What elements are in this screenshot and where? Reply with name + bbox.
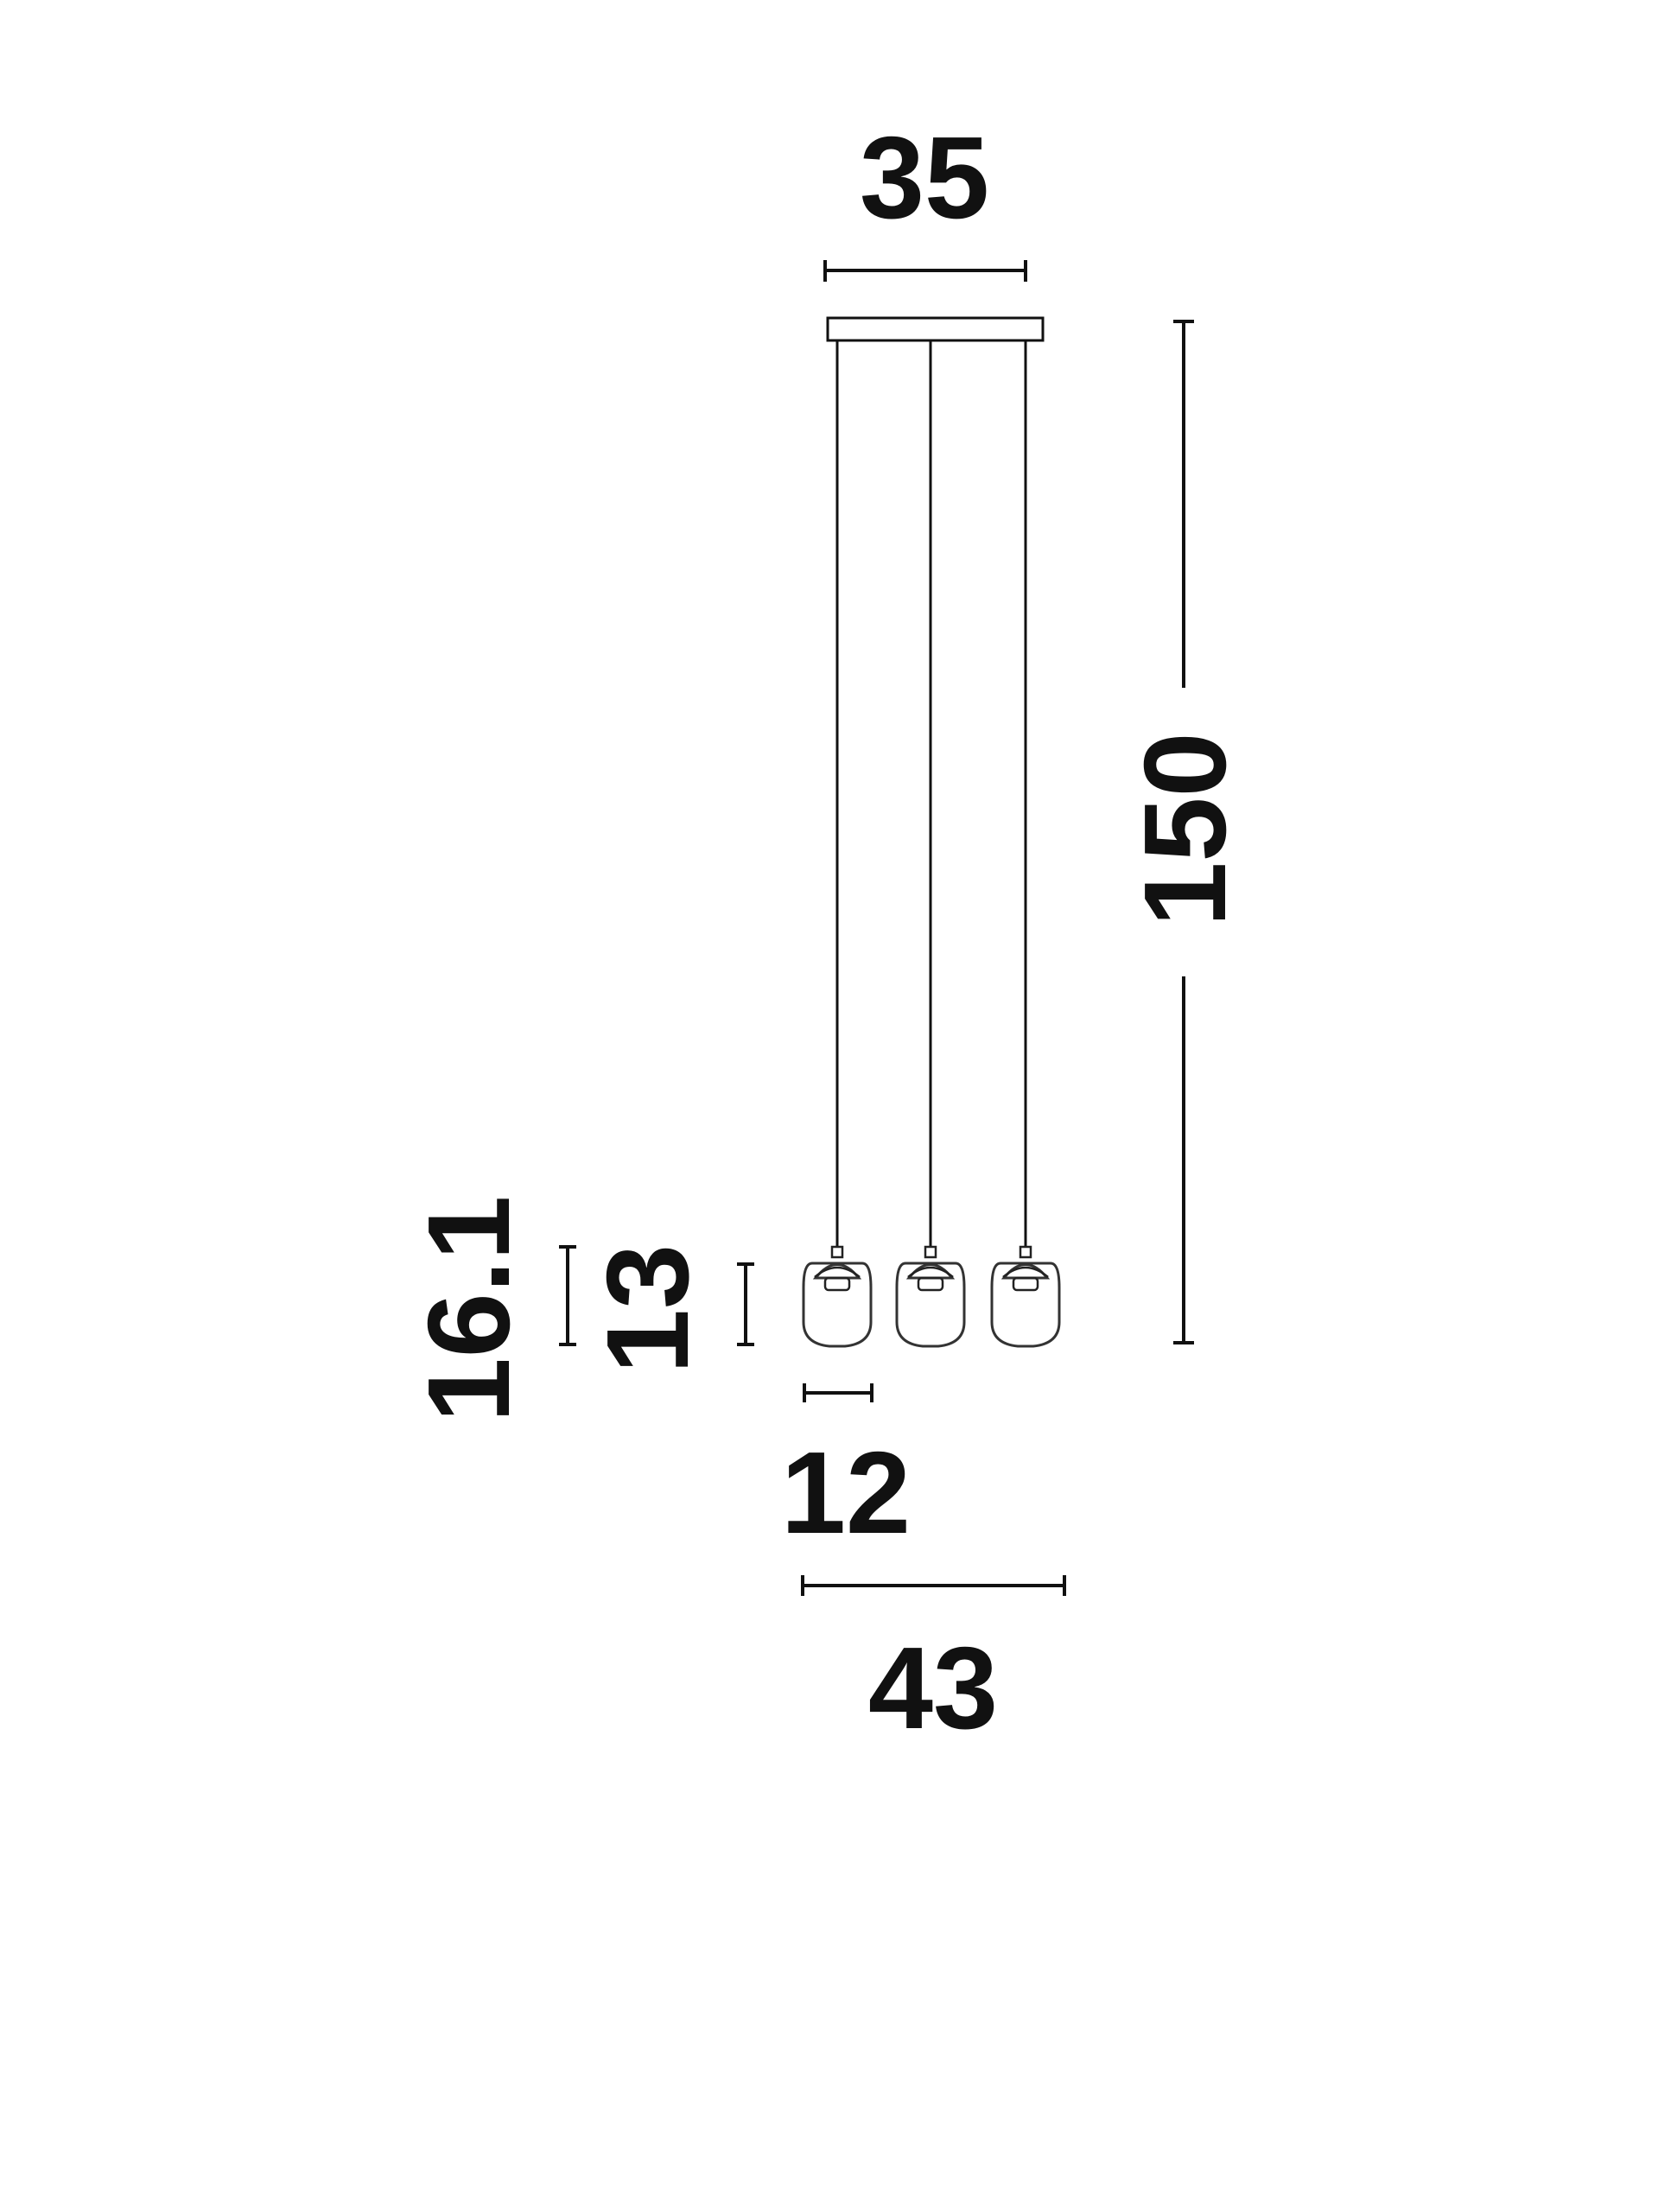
shade-width-dimension: 12 bbox=[781, 1383, 911, 1558]
overall-shade-height-label: 16.1 bbox=[403, 1196, 534, 1423]
shade-left-socket bbox=[823, 1276, 851, 1292]
shade-height-dimension: 13 bbox=[582, 1244, 754, 1374]
total-width-label: 43 bbox=[868, 1623, 998, 1753]
shade-middle-connector bbox=[924, 1245, 937, 1259]
ceiling-canopy bbox=[826, 316, 1045, 342]
glass-shade-middle bbox=[895, 1245, 966, 1348]
shade-left-glass bbox=[802, 1262, 873, 1348]
shade-right-inner-curve bbox=[1002, 1266, 1049, 1278]
glass-shade-left bbox=[802, 1245, 873, 1348]
overall-shade-height-dimension: 16.1 bbox=[403, 1196, 576, 1423]
canopy-width-label: 35 bbox=[860, 112, 989, 243]
shade-left-inner-curve bbox=[814, 1266, 861, 1278]
shade-width-label: 12 bbox=[781, 1427, 911, 1558]
shade-right-socket bbox=[1012, 1276, 1039, 1292]
total-height-dimension: 150 bbox=[1120, 320, 1250, 1344]
shade-height-label: 13 bbox=[582, 1244, 713, 1374]
shade-middle-glass bbox=[895, 1262, 966, 1348]
shade-middle-socket bbox=[917, 1276, 944, 1292]
total-width-dimension: 43 bbox=[801, 1575, 1066, 1753]
suspension-cables bbox=[835, 340, 1027, 1247]
canopy-width-dimension: 35 bbox=[823, 112, 1027, 282]
total-height-label: 150 bbox=[1120, 732, 1250, 926]
shade-middle-inner-curve bbox=[907, 1266, 954, 1278]
shade-right-glass bbox=[990, 1262, 1061, 1348]
shade-right-connector bbox=[1019, 1245, 1032, 1259]
glass-shade-right bbox=[990, 1245, 1061, 1348]
shade-left-connector bbox=[830, 1245, 844, 1259]
